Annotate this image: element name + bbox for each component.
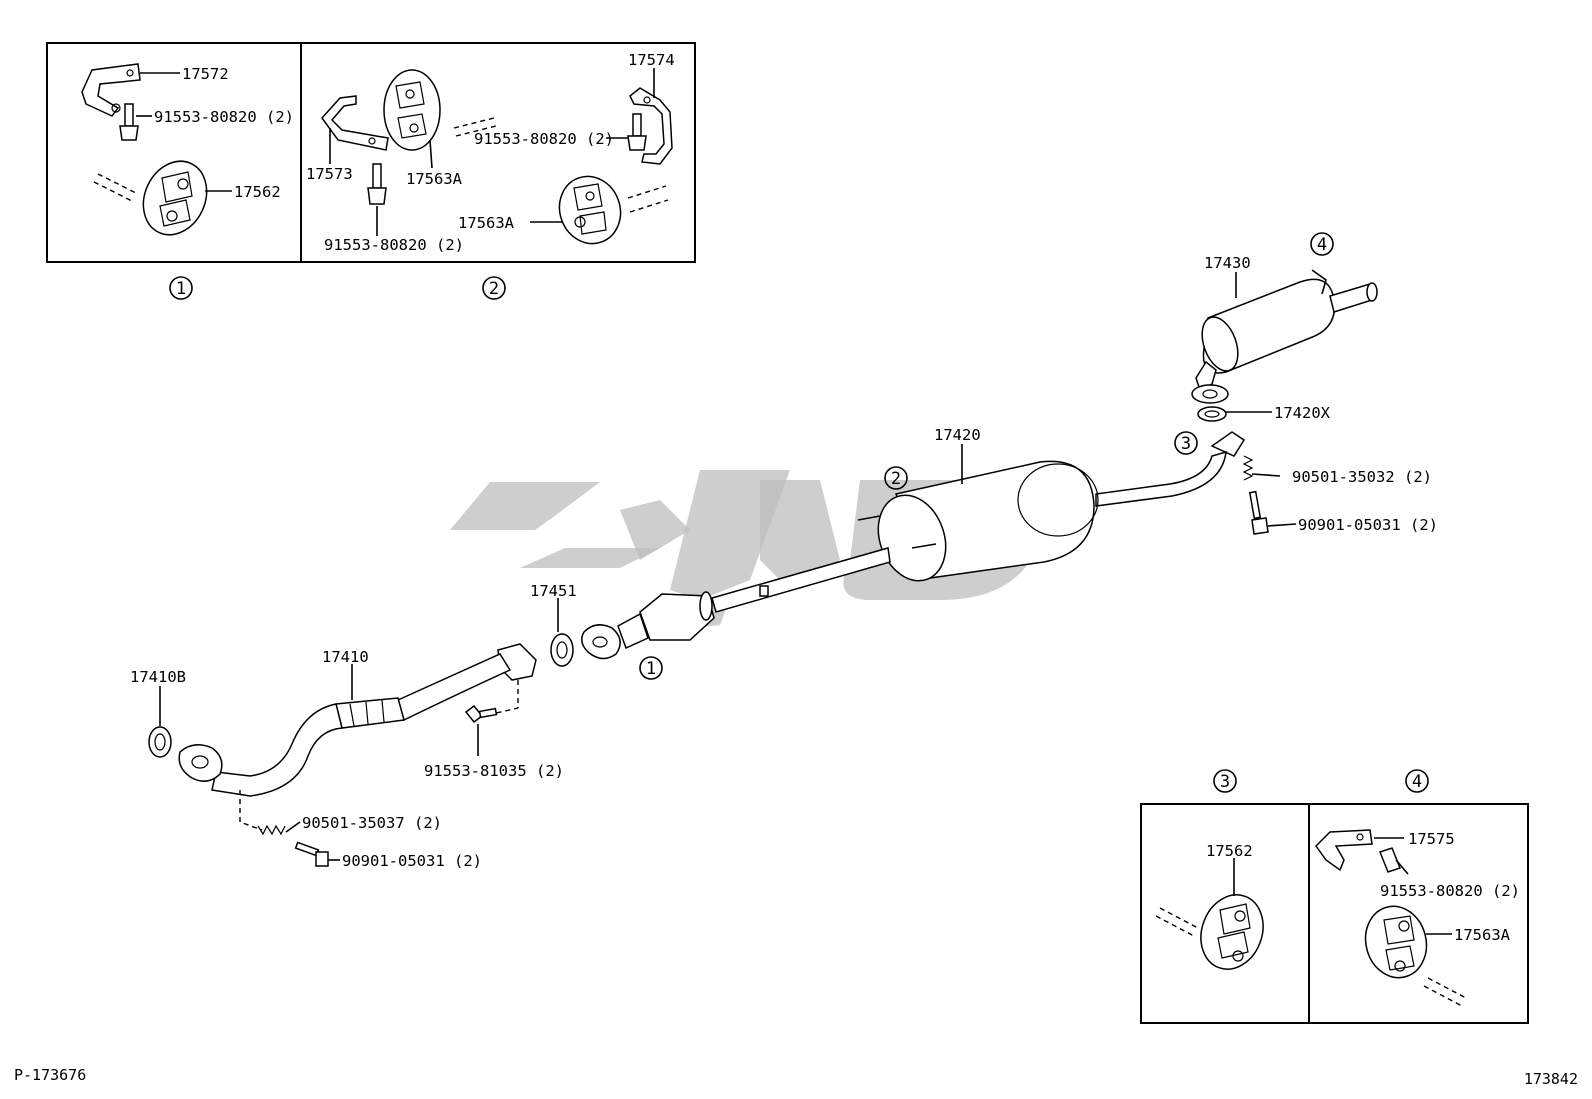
label-17573: 17573 bbox=[306, 165, 353, 183]
label-17410B: 17410B bbox=[130, 668, 186, 686]
callout-marker-2: 2 bbox=[884, 466, 908, 490]
inset-marker-3: 3 bbox=[1213, 769, 1237, 793]
label-91553-80820-a: 91553-80820 (2) bbox=[154, 108, 294, 126]
label-90901-05031-r: 90901-05031 (2) bbox=[1298, 516, 1438, 534]
svg-text:2: 2 bbox=[891, 469, 901, 489]
gasket-17451 bbox=[550, 598, 574, 667]
label-17574: 17574 bbox=[628, 51, 675, 69]
label-17420: 17420 bbox=[934, 426, 981, 444]
inset-2-parts bbox=[321, 68, 673, 245]
inset-marker-2: 2 bbox=[482, 276, 506, 300]
gasket-17420X bbox=[1197, 406, 1272, 422]
tail-muffler-17430 bbox=[1191, 269, 1378, 404]
label-17451: 17451 bbox=[530, 582, 577, 600]
label-17563A-b: 17563A bbox=[458, 214, 515, 232]
label-17563A-c: 17563A bbox=[1454, 926, 1511, 944]
label-17572: 17572 bbox=[182, 65, 229, 83]
svg-text:4: 4 bbox=[1412, 772, 1422, 792]
callout-marker-1: 1 bbox=[639, 656, 663, 680]
svg-text:4: 4 bbox=[1317, 235, 1327, 255]
label-17562-a: 17562 bbox=[234, 183, 281, 201]
inset-marker-1: 1 bbox=[169, 276, 193, 300]
label-17420X: 17420X bbox=[1274, 404, 1331, 422]
label-17410: 17410 bbox=[322, 648, 369, 666]
callout-marker-4: 4 bbox=[1310, 232, 1334, 256]
center-pipe-17420 bbox=[711, 431, 1297, 613]
label-91553-80820-b: 91553-80820 (2) bbox=[474, 130, 614, 148]
svg-text:3: 3 bbox=[1220, 772, 1230, 792]
label-91553-80820-d: 91553-80820 (2) bbox=[1380, 882, 1520, 900]
svg-text:1: 1 bbox=[646, 659, 656, 679]
label-90901-05031-l: 90901-05031 (2) bbox=[342, 852, 482, 870]
gasket-17410B bbox=[148, 686, 172, 758]
label-17430: 17430 bbox=[1204, 254, 1251, 272]
svg-text:1: 1 bbox=[176, 279, 186, 299]
label-17575: 17575 bbox=[1408, 830, 1455, 848]
callout-marker-3: 3 bbox=[1174, 431, 1198, 455]
label-17562-b: 17562 bbox=[1206, 842, 1253, 860]
svg-text:3: 3 bbox=[1181, 434, 1191, 454]
inset-3-parts bbox=[1155, 858, 1264, 970]
label-90501-35037: 90501-35037 (2) bbox=[302, 814, 442, 832]
inset-marker-4: 4 bbox=[1405, 769, 1429, 793]
footer-right-code: 173842 bbox=[1524, 1070, 1578, 1088]
svg-text:2: 2 bbox=[489, 279, 499, 299]
inset-box-3-4 bbox=[1140, 803, 1529, 1024]
inset-1-parts bbox=[81, 63, 232, 236]
footer-left-code: P-173676 bbox=[14, 1066, 86, 1084]
label-17563A-a: 17563A bbox=[406, 170, 463, 188]
catalytic-converter bbox=[581, 591, 715, 660]
inset-4-parts bbox=[1315, 829, 1467, 1007]
inset-box-1-2 bbox=[46, 42, 696, 263]
label-91553-81035: 91553-81035 (2) bbox=[424, 762, 564, 780]
front-pipe-17410 bbox=[178, 643, 537, 867]
label-91553-80820-c: 91553-80820 (2) bbox=[324, 236, 464, 254]
label-90501-35032: 90501-35032 (2) bbox=[1292, 468, 1432, 486]
